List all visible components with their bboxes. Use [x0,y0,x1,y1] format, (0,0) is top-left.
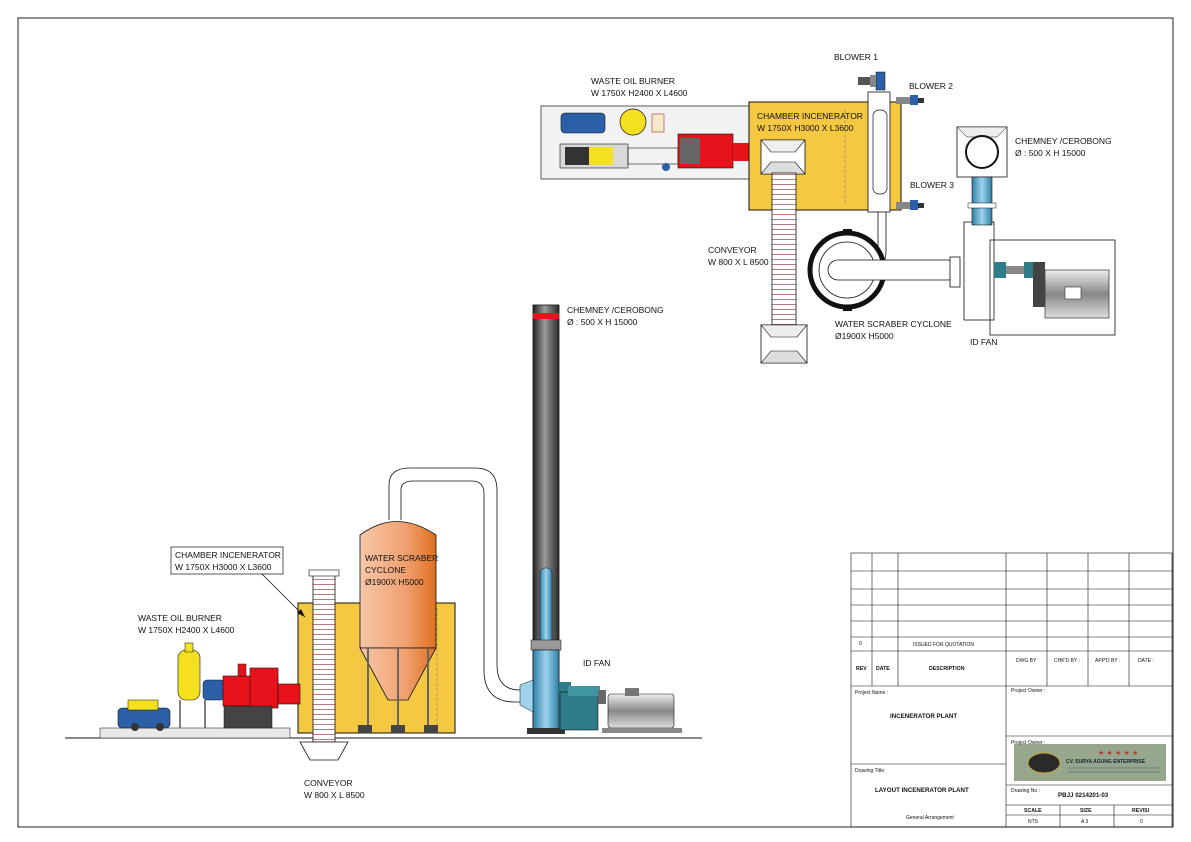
tb-project-name-label: Project Name : [855,690,888,696]
elev-chimney-title: CHEMNEY /CEROBONG [567,305,664,315]
elev-conveyor-dim: W 800 X L 8500 [304,790,365,800]
idfan-plan [949,221,1116,336]
elevation-view: CHAMBER INCENERATOR W 1750X H3000 X L360… [65,304,702,800]
burner-elevation [117,642,301,731]
tb-h-size: SIZE [1080,808,1092,814]
elev-chamber-title: CHAMBER INCENERATOR [175,550,281,560]
tb-revisi: 0 [1140,819,1143,825]
tb-owner-label-2: Project Owner : [1011,740,1045,746]
idfan-housing [532,649,560,731]
blower-3-unit [896,200,924,210]
plan-blower3: BLOWER 3 [910,180,954,190]
plan-view: WASTE OIL BURNER W 1750X H2400 X L4600 C… [540,52,1116,364]
tb-drawing-no: PBJJ 0214201-03 [1058,792,1109,799]
title-block [850,552,1173,828]
tb-h-dwg: DWG BY [1016,658,1037,664]
tb-h-scale: SCALE [1024,808,1042,814]
tb-owner-label-1: Project Owner : [1011,688,1045,694]
cyclone-elevation [358,521,438,733]
plan-blower1: BLOWER 1 [834,52,878,62]
idfan-elevation [559,682,682,733]
chimney-plan-duct [971,176,993,226]
tb-h-desc: DESCRIPTION [929,666,965,672]
blower-2-unit [896,95,924,105]
conveyor-elevation [312,571,336,743]
plan-cyclone-title: WATER SCRABER CYCLONE [835,319,952,329]
company-logo: ★ ★ ★ ★ ★ CV. SURYA AGUNG ENTERPRISE [1014,744,1166,781]
tb-h-app: APP'D BY : [1095,658,1120,664]
svg-text:★ ★ ★ ★ ★: ★ ★ ★ ★ ★ [1098,749,1138,757]
plan-idfan: ID FAN [970,337,997,347]
elev-burner-dim: W 1750X H2400 X L4600 [138,625,235,635]
plan-chamber-title: CHAMBER INCENERATOR [757,111,863,121]
blower-1-unit [858,71,886,91]
elev-chamber-dim: W 1750X H3000 X L3600 [175,562,272,572]
tb-h-date: DATE [876,666,890,672]
elev-idfan: ID FAN [583,658,610,668]
elev-cyclone-l1: WATER SCRABER [365,553,438,563]
tb-drawing-title: LAYOUT INCENERATOR PLANT [875,787,969,794]
tb-rev-no: 0 [859,641,862,647]
tb-drawing-title-label: Drawing Title: [855,768,885,774]
tb-drawing-no-label: Drawing No : [1011,788,1040,794]
elev-cyclone-l2: CYCLONE [365,565,406,575]
elev-burner-title: WASTE OIL BURNER [138,613,222,623]
logo-company-name: CV. SURYA AGUNG ENTERPRISE [1066,759,1146,765]
plan-cyclone-dim: Ø1900X H5000 [835,331,894,341]
tb-rev-desc: ISSUED FOR QUOTATION [913,642,974,648]
burner-plan-equipment [559,108,751,171]
sheet-border [17,17,1174,828]
tb-h-rev: REV [856,666,867,672]
conveyor-plan [771,172,797,326]
elev-conveyor-title: CONVEYOR [304,778,353,788]
tb-project-name: INCENERATOR PLANT [890,713,957,720]
tb-drawing-sub: General Arrangement [906,815,954,821]
plan-chimney-dim: Ø : 500 X H 15000 [1015,148,1086,158]
plan-burner-dim: W 1750X H2400 X L4600 [591,88,688,98]
tb-size: A 3 [1081,819,1088,825]
elev-chamber-callout-box [170,546,284,575]
plan-chamber-dim: W 1750X H3000 X L3600 [757,123,854,133]
plan-blower2: BLOWER 2 [909,81,953,91]
plan-chimney-title: CHEMNEY /CEROBONG [1015,136,1112,146]
plan-conveyor-dim: W 800 X L 8500 [708,257,769,267]
tb-h-date2: DATE : [1138,658,1154,664]
tb-scale: NTS [1028,819,1039,825]
elev-cyclone-l3: Ø1900X H5000 [365,577,424,587]
tb-h-chk: CHK'D BY : [1054,658,1080,664]
tb-h-revisi: REVISI [1132,808,1150,814]
plan-burner-title: WASTE OIL BURNER [591,76,675,86]
plan-conveyor-title: CONVEYOR [708,245,757,255]
elev-chimney-dim: Ø : 500 X H 15000 [567,317,638,327]
